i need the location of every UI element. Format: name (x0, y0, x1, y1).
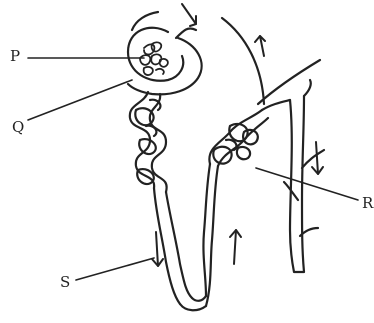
connecting-tubule (262, 100, 290, 110)
efferent-arteriole (176, 28, 196, 38)
flow-arrows (152, 4, 323, 266)
label-p: P (10, 49, 20, 64)
loop-of-henle (154, 164, 218, 310)
label-r: R (362, 196, 373, 211)
label-s: S (60, 275, 70, 290)
bowmans-capsule (128, 28, 202, 95)
vasa-recta-arc (222, 18, 264, 104)
proximal-convoluted-tubule (130, 92, 167, 192)
collecting-duct (284, 80, 324, 272)
label-q: Q (12, 120, 24, 135)
distal-convoluted-tubule (209, 110, 268, 166)
